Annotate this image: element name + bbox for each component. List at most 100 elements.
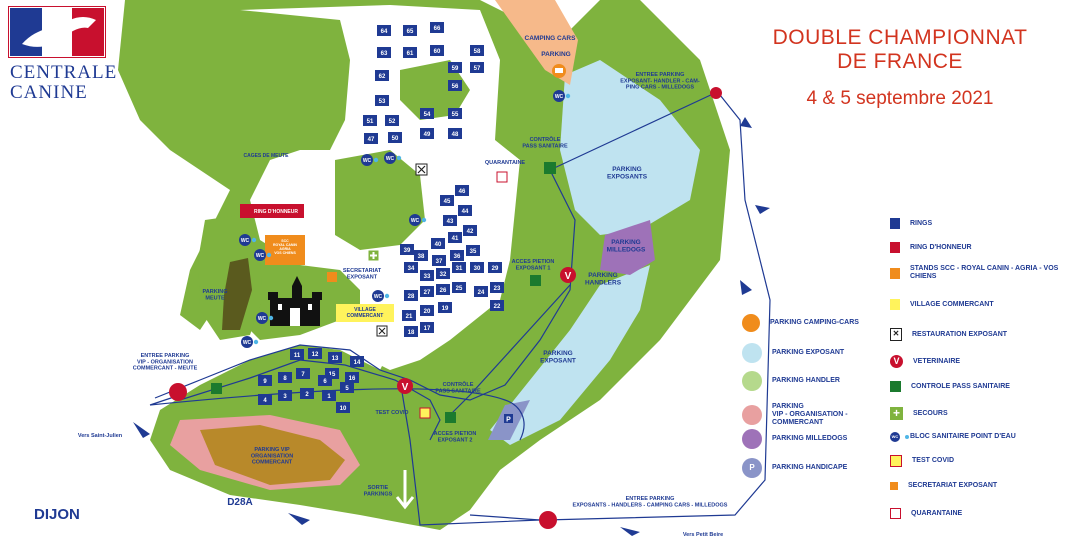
ring-61: 61	[403, 47, 417, 58]
svg-text:P: P	[506, 417, 511, 424]
svg-text:V: V	[402, 382, 409, 393]
svg-text:WC: WC	[411, 218, 420, 224]
ring-9: 9	[258, 375, 272, 386]
ring-10: 10	[336, 402, 350, 413]
ring-honneur	[240, 204, 304, 218]
svg-text:50: 50	[392, 136, 399, 142]
ring-46: 46	[455, 185, 469, 196]
cutlery-icon: ✕	[890, 328, 902, 341]
svg-text:V: V	[565, 271, 572, 282]
ring-66: 66	[430, 22, 444, 33]
ring-53: 53	[375, 95, 389, 106]
ring-40: 40	[431, 238, 445, 249]
wc-icon: WC	[256, 312, 274, 324]
village-box	[336, 304, 394, 322]
ring-22: 22	[490, 300, 504, 311]
svg-text:18: 18	[408, 330, 415, 336]
acces-1-square	[530, 275, 541, 286]
legend-label: RESTAURATION EXPOSANT	[912, 330, 1008, 338]
ring-30: 30	[470, 262, 484, 273]
svg-text:48: 48	[452, 132, 459, 138]
meute-blob	[222, 258, 252, 330]
ring-2: 2	[300, 388, 314, 399]
ring-12: 12	[308, 348, 322, 359]
label-quarantaine: QUARANTAINE	[485, 160, 526, 166]
legend-label: TEST COVID	[912, 457, 955, 464]
ring-41: 41	[448, 232, 462, 243]
wc-icon: WC	[553, 90, 571, 102]
ring-34: 34	[404, 262, 418, 273]
legend-item: + SECOURS	[890, 407, 948, 420]
svg-text:37: 37	[436, 259, 443, 265]
legend-label: SECOURS	[913, 409, 948, 417]
svg-text:WC: WC	[555, 94, 564, 100]
svg-text:11: 11	[294, 353, 301, 359]
ring-27: 27	[420, 286, 434, 297]
svg-text:66: 66	[434, 26, 441, 32]
ring-29: 29	[488, 262, 502, 273]
entrance-circle-top	[710, 87, 722, 99]
label-camping-cars: CAMPING CARS	[525, 35, 577, 42]
svg-text:62: 62	[379, 74, 386, 80]
wc-icon: WC	[409, 214, 427, 226]
svg-text:46: 46	[459, 189, 466, 195]
wc-icon: WC	[254, 249, 272, 261]
svg-text:34: 34	[408, 266, 415, 272]
wc-icon: WC	[890, 432, 900, 442]
svg-text:59: 59	[452, 66, 459, 72]
wc-icon: WC	[384, 152, 402, 164]
ring-25: 25	[452, 282, 466, 293]
ring-3: 3	[278, 390, 292, 401]
svg-text:16: 16	[349, 376, 356, 382]
ring-56: 56	[448, 80, 462, 91]
vet-icon: V	[397, 378, 413, 394]
svg-text:54: 54	[424, 112, 431, 118]
rings-bottom-grid: 11121314151698765432110	[258, 348, 364, 413]
legend-item: VILLAGE COMMERCANT	[890, 299, 994, 310]
ring-24: 24	[474, 286, 488, 297]
logo-line-1: CENTRALE	[10, 62, 118, 83]
legend-area-item: PARKING HANDLER	[742, 371, 840, 391]
svg-text:38: 38	[418, 254, 425, 260]
ring-20: 20	[420, 305, 434, 316]
ring-43: 43	[443, 215, 457, 226]
ring-19: 19	[438, 302, 452, 313]
wc-icon: WC	[372, 290, 390, 302]
cutlery-icon	[378, 327, 386, 335]
secours-icon: +	[890, 407, 903, 420]
legend-item: TEST COVID	[890, 455, 954, 467]
ring-47: 47	[364, 133, 378, 144]
legend-area-label: PARKING EXPOSANT	[772, 349, 845, 356]
arrow-icon	[755, 205, 770, 214]
svg-text:61: 61	[407, 51, 414, 57]
svg-text:29: 29	[492, 266, 499, 272]
legend-label: QUARANTAINE	[911, 509, 963, 517]
svg-text:5: 5	[345, 386, 349, 392]
svg-text:43: 43	[447, 219, 454, 225]
svg-text:42: 42	[467, 229, 474, 235]
svg-text:51: 51	[367, 119, 374, 125]
label-parking: PARKING	[541, 51, 571, 58]
svg-text:WC: WC	[256, 253, 265, 259]
ring-17: 17	[420, 322, 434, 333]
svg-text:49: 49	[424, 132, 431, 138]
arrow-icon	[288, 513, 310, 525]
svg-text:WC: WC	[363, 158, 372, 164]
ring-39: 39	[400, 244, 414, 255]
svg-text:WC: WC	[386, 156, 395, 162]
svg-text:22: 22	[494, 304, 501, 310]
arrow-icon	[133, 422, 150, 438]
legend-area-item: PARKING MILLEDOGS	[742, 429, 847, 449]
svg-text:40: 40	[435, 242, 442, 248]
svg-text:58: 58	[474, 49, 481, 55]
ring-11: 11	[290, 349, 304, 360]
arrow-icon	[740, 280, 752, 295]
ring-62: 62	[375, 70, 389, 81]
